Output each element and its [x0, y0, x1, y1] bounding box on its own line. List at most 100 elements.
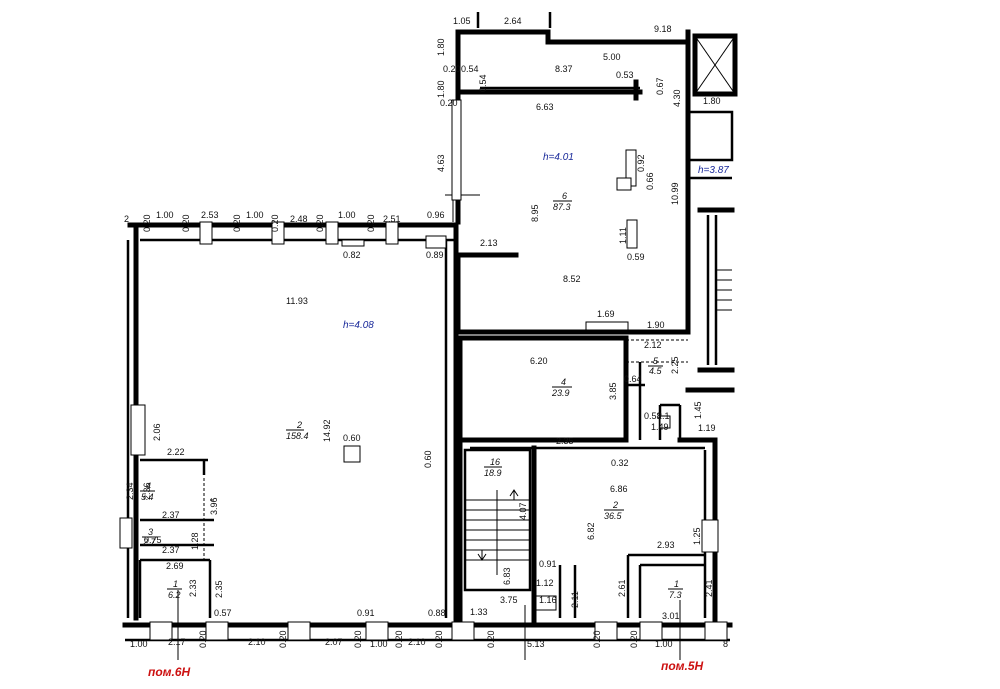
dimension-label: 2.07 [325, 637, 343, 647]
dimension-label: 0.92 [636, 154, 646, 172]
room-number: 1 [173, 579, 178, 589]
dimension-label: 1.16 [539, 595, 557, 605]
room-number: 2 [296, 420, 302, 430]
room-area: 23.9 [551, 388, 570, 398]
dimension-label: 2 [124, 214, 129, 224]
dimension-label: 5.13 [527, 639, 545, 649]
dimension-label: 2.37 [162, 545, 180, 555]
room-area: 18.9 [484, 468, 502, 478]
dimension-label: 2.93 [657, 540, 675, 550]
dimension-label: 0.20 [353, 630, 363, 648]
bottom-facade [122, 590, 733, 660]
dimension-label: 4.63 [436, 154, 446, 172]
dimension-label: 1.90 [647, 320, 665, 330]
dimension-label: 6.63 [536, 102, 554, 112]
dimension-label: 2.22 [167, 447, 185, 457]
dimension-label: 8 [723, 639, 728, 649]
stair-16 [463, 448, 532, 592]
dimension-label: 6.20 [530, 356, 548, 366]
dimension-label: 0.91 [539, 559, 557, 569]
dimension-label: 2.35 [556, 436, 574, 446]
dimension-label: 0.20 [315, 214, 325, 232]
dimension-label: 2.11 [570, 591, 580, 608]
room-area: 87.3 [553, 202, 571, 212]
dimension-label: 0.82 [343, 250, 361, 260]
dimension-label: 1.80 [436, 80, 446, 98]
dimension-label: 8.95 [530, 204, 540, 222]
premise-label-6n: пом.6Н [148, 665, 191, 679]
dimension-label: 0.60 [423, 450, 433, 468]
dimension-label: 3.75 [500, 595, 518, 605]
dimension-label: 0.54 [461, 64, 479, 74]
dimension-label: 0.20 [270, 214, 280, 232]
dimension-label: 0.54 [478, 74, 488, 92]
dimension-label: 0.20 [366, 214, 376, 232]
dimension-label: 2.37 [162, 510, 180, 520]
dimension-label: 2.25 [670, 356, 680, 374]
dimension-label: 1.00 [338, 210, 356, 220]
dimension-label: 1.45 [693, 401, 703, 419]
middle-rooms [457, 335, 719, 628]
height-label: h=4.01 [543, 152, 574, 163]
dimension-label: 1.11 [618, 227, 628, 244]
dimension-label: 2.61 [617, 579, 627, 597]
room-area: 36.5 [604, 511, 623, 521]
dimension-label: 0.89 [426, 250, 444, 260]
room-number: 4 [561, 377, 566, 387]
dimension-label: 2.34 [125, 482, 135, 500]
height-labels: h=4.01 h=4.08 h=3.87 [343, 152, 729, 331]
dimension-label: 1.69 [597, 309, 615, 319]
dimension-label: 0.75 [144, 535, 162, 545]
dimension-label: 2.06 [152, 423, 162, 441]
dimension-label: 2.35 [214, 580, 224, 598]
room-number: 6 [562, 191, 567, 201]
dimension-label: 1.00 [370, 639, 388, 649]
room-number: 3 [148, 527, 153, 537]
dimension-label: 0.20 [592, 630, 602, 648]
dimension-label: 0.20 [181, 214, 191, 232]
premise-labels: пом.6Н пом.5Н [148, 659, 704, 679]
dimension-label: 2.33 [188, 579, 198, 597]
dimension-label: 4.30 [672, 89, 682, 107]
dimension-label: 6.83 [502, 567, 512, 585]
dimension-label: 1.00 [246, 210, 264, 220]
dimension-label: 1.12 [536, 578, 554, 588]
dimension-label: 2.53 [201, 210, 219, 220]
dimension-label: 1.49 [651, 422, 669, 432]
dimension-label: 6.82 [586, 522, 596, 540]
dimension-label: 1.25 [692, 527, 702, 545]
dimension-label: 0.20 [629, 630, 639, 648]
dimension-label: 0.66 [645, 172, 655, 190]
room-number: 5 [653, 356, 659, 366]
dimension-label: 10.99 [670, 182, 680, 205]
room-6-walls [445, 12, 691, 335]
dimension-label: 1.05 [453, 16, 471, 26]
room-area: 5.4 [141, 492, 154, 502]
dimension-label: 0.20 [394, 630, 404, 648]
dimension-label: 2.48 [290, 214, 308, 224]
dimension-label: 2.17 [168, 637, 186, 647]
dimension-label: 0.67 [655, 77, 665, 95]
dimension-label: 0.20 [232, 214, 242, 232]
room-area: 2.7 [142, 537, 157, 547]
room-area: 6.2 [168, 590, 181, 600]
dimension-label: 0.53 [616, 70, 634, 80]
dimension-label: 4.07 [518, 502, 528, 520]
room-area: 158.4 [286, 431, 309, 441]
dimension-label: 0.59 [627, 252, 645, 262]
dimension-label: 2.10 [408, 637, 426, 647]
dimension-label: 2.36 [142, 482, 152, 500]
dimension-label: 3.01 [662, 611, 680, 621]
dimension-label: 3.96 [209, 497, 219, 515]
dimension-label: 8.37 [555, 64, 573, 74]
dimension-label: 1.00 [130, 639, 148, 649]
dimension-label: 0.20 [198, 630, 208, 648]
dimension-label: 8.52 [563, 274, 581, 284]
dimension-label: 0.20 [278, 630, 288, 648]
dimension-labels: 1.05 2.64 9.18 1.80 0.20 0.54 8.37 5.00 … [124, 16, 728, 649]
dimension-label: 0.57 [214, 608, 232, 618]
dimension-label: 5.00 [603, 52, 621, 62]
room-number: 1 [674, 579, 679, 589]
dimension-label: 0.60 [343, 433, 361, 443]
